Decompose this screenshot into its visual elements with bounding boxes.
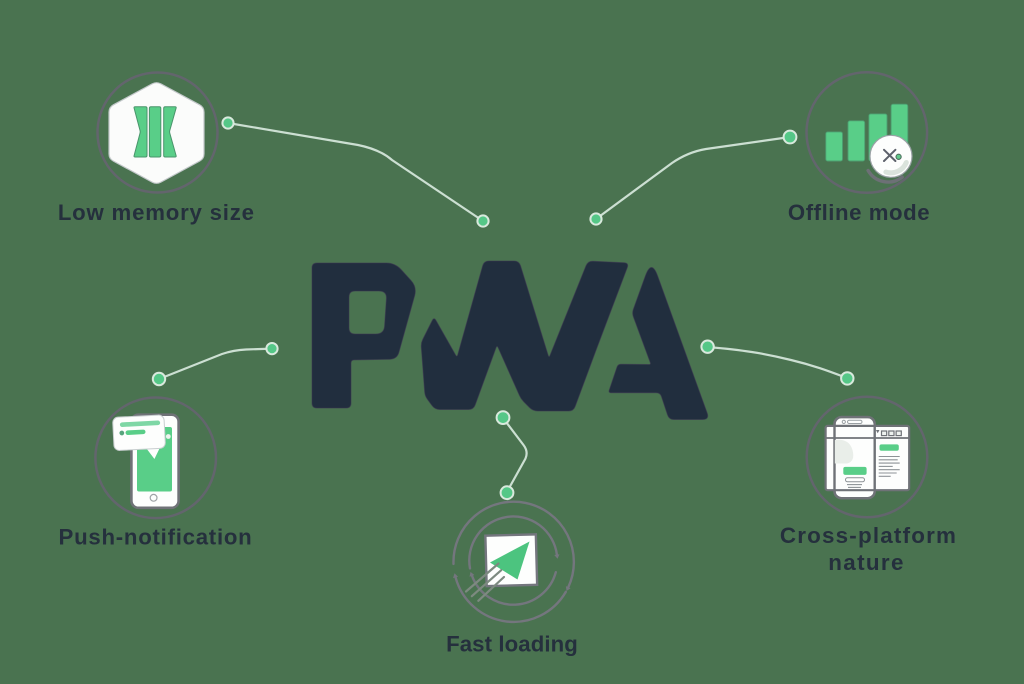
svg-text:Offline mode: Offline mode: [788, 200, 930, 225]
svg-text:Low memory size: Low memory size: [58, 200, 255, 225]
svg-text:nature: nature: [828, 550, 905, 575]
svg-text:Push-notification: Push-notification: [59, 525, 253, 550]
svg-text:Cross-platform: Cross-platform: [780, 523, 957, 548]
svg-text:Fast loading: Fast loading: [446, 632, 578, 657]
